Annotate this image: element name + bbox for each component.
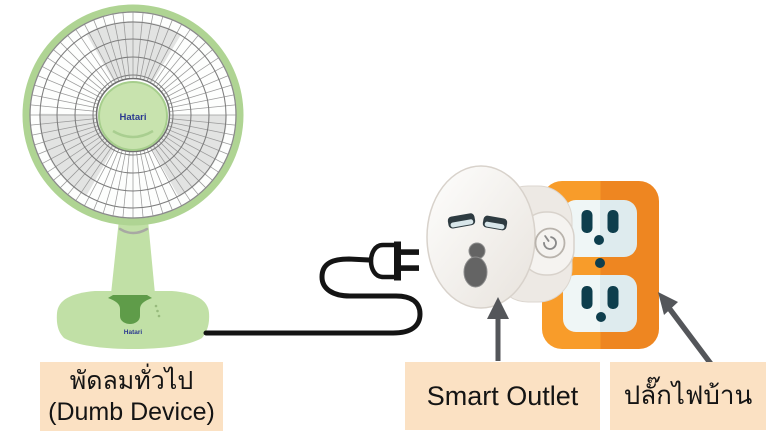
fan-head: Hatari bbox=[22, 4, 244, 226]
socket-slot-right bbox=[607, 286, 619, 309]
socket-slot-left bbox=[581, 286, 593, 309]
socket-ground-hole bbox=[594, 235, 604, 245]
fan-speed-dots bbox=[154, 304, 161, 318]
socket-slot-right bbox=[607, 210, 619, 233]
fan-label-english: (Dumb Device) bbox=[48, 397, 215, 426]
wall-outlet-label-text: ปลั๊กไฟบ้าน bbox=[623, 380, 753, 411]
socket-ground-hole bbox=[596, 312, 606, 322]
socket-slot-left bbox=[581, 210, 593, 233]
plug-icon bbox=[368, 241, 419, 281]
fan-label: พัดลมทั่วไป (Dumb Device) bbox=[40, 362, 223, 431]
arrow-to-wall-outlet bbox=[658, 292, 714, 366]
fan-grille-rings bbox=[29, 11, 237, 219]
arrow-up-icon bbox=[487, 297, 509, 319]
outlet-socket-bottom bbox=[563, 275, 637, 332]
outlet-socket-top bbox=[563, 200, 637, 257]
device-face bbox=[426, 165, 536, 309]
smart-outlet-label: Smart Outlet bbox=[405, 362, 600, 430]
smart-outlet-label-text: Smart Outlet bbox=[426, 380, 579, 411]
fan-grille bbox=[30, 12, 236, 218]
fan-base-logo: Hatari bbox=[124, 329, 143, 336]
fan-brand-text: Hatari bbox=[120, 112, 147, 123]
arrow-up-left-icon bbox=[658, 292, 678, 315]
wall-outlet-illustration bbox=[542, 181, 659, 349]
power-cord bbox=[203, 256, 423, 336]
outlet-screw-dot bbox=[595, 258, 605, 268]
fan-neck-clip bbox=[118, 227, 149, 235]
socket-slot-right bbox=[482, 215, 508, 231]
fan-base-handle bbox=[108, 295, 152, 324]
wall-outlet-label: ปลั๊กไฟบ้าน bbox=[610, 362, 766, 430]
fan-hub-seam bbox=[112, 129, 154, 139]
fan-label-thai: พัดลมทั่วไป bbox=[69, 367, 194, 395]
smart-outlet-illustration bbox=[426, 165, 575, 309]
ground-hole bbox=[463, 242, 488, 288]
fan-illustration: Hatari Hatar bbox=[22, 4, 244, 349]
socket-slot-left bbox=[447, 213, 476, 229]
power-button bbox=[534, 227, 566, 259]
arrow-to-smart-outlet bbox=[487, 297, 509, 361]
